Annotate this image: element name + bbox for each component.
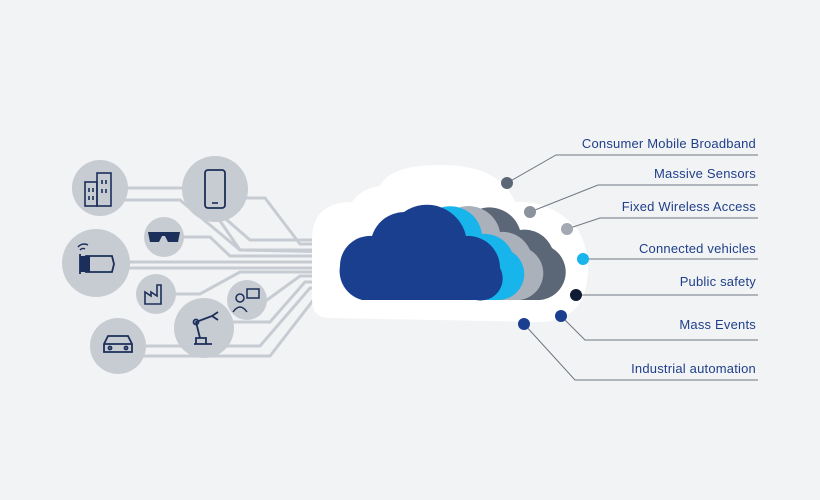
label-industrial-automation: Industrial automation — [631, 361, 756, 376]
leader-line — [529, 184, 758, 213]
circuit-line — [216, 216, 342, 254]
dot-fixed-wireless-access — [561, 223, 573, 235]
dot-consumer-mobile-broadband — [501, 177, 513, 189]
robot-arm-icon — [174, 298, 234, 358]
label-connected-vehicles: Connected vehicles — [638, 241, 756, 256]
dot-public-safety — [570, 289, 582, 301]
label-mass-events: Mass Events — [679, 317, 756, 332]
smartphone-icon — [182, 156, 248, 222]
label-public-safety: Public safety — [679, 274, 756, 289]
buildings-icon — [72, 160, 128, 216]
circuit-line — [154, 270, 342, 296]
label-fixed-wireless-access: Fixed Wireless Access — [621, 199, 756, 214]
label-massive-sensors: Massive Sensors — [654, 166, 756, 181]
use-case-dots — [501, 177, 589, 330]
smart-glasses-icon — [144, 217, 184, 257]
leader-line — [560, 315, 758, 341]
dot-mass-events — [555, 310, 567, 322]
leader-lines — [506, 154, 758, 381]
dot-massive-sensors — [524, 206, 536, 218]
smartwatch-hand-icon — [62, 229, 130, 297]
dot-connected-vehicles — [577, 253, 589, 265]
leader-line — [566, 217, 758, 230]
device-icons — [62, 156, 267, 374]
label-consumer-mobile-broadband: Consumer Mobile Broadband — [581, 136, 756, 151]
car-icon — [90, 318, 146, 374]
dot-industrial-automation — [518, 318, 530, 330]
circuit-line — [178, 235, 342, 258]
remote-worker-icon — [227, 280, 267, 320]
leader-line — [506, 154, 758, 184]
leader-line — [523, 323, 758, 381]
factory-icon — [136, 274, 176, 314]
cloud-layer-main — [339, 204, 503, 301]
cloud-group — [312, 165, 589, 322]
